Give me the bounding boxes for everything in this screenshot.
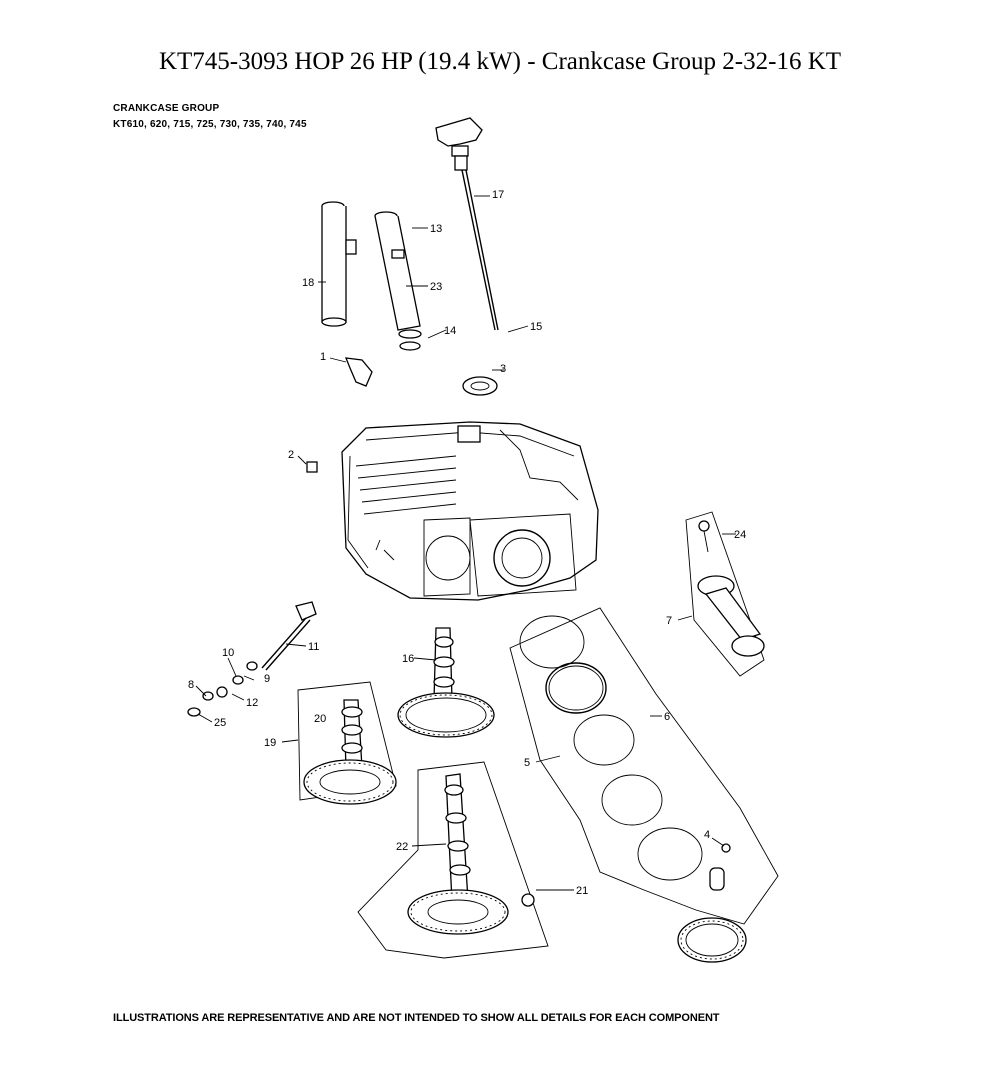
callout-3: 3	[500, 363, 506, 375]
part-governor-assembly-19[interactable]	[297, 681, 397, 805]
callout-5: 5	[524, 757, 530, 769]
part-small-hardware[interactable]	[187, 661, 258, 717]
leader-lines	[195, 195, 736, 891]
disclaimer-text: ILLUSTRATIONS ARE REPRESENTATIVE AND ARE…	[113, 1012, 720, 1024]
callout-24: 24	[734, 529, 746, 541]
callout-7: 7	[666, 615, 672, 627]
callout-12: 12	[246, 697, 258, 709]
callout-23: 23	[430, 281, 442, 293]
part-dipstick[interactable]	[435, 117, 499, 331]
callout-2: 2	[288, 449, 294, 461]
callout-6: 6	[664, 711, 670, 723]
callout-18: 18	[302, 277, 314, 289]
part-oil-fill-tube-18[interactable]	[321, 201, 357, 327]
callout-21: 21	[576, 885, 588, 897]
callout-9: 9	[264, 673, 270, 685]
callout-4: 4	[704, 829, 710, 841]
callout-19: 19	[264, 737, 276, 749]
part-connecting-rod-7[interactable]	[685, 511, 765, 677]
part-crankshaft-assembly-21[interactable]	[357, 761, 549, 959]
callout-10: 10	[222, 647, 234, 659]
models-line: KT610, 620, 715, 725, 730, 735, 740, 745	[113, 119, 307, 130]
callout-17: 17	[492, 189, 504, 201]
callout-1: 1	[320, 351, 326, 363]
callout-16: 16	[402, 653, 414, 665]
callout-20: 20	[314, 713, 326, 725]
diagram-heading: CRANKCASE GROUP	[113, 103, 220, 114]
part-gasket-5[interactable]	[509, 607, 779, 925]
callout-13: 13	[430, 223, 442, 235]
callout-15: 15	[530, 321, 542, 333]
part-tube-23[interactable]	[374, 211, 422, 351]
part-oil-seal-3[interactable]	[462, 376, 498, 396]
part-oil-seal-4[interactable]	[677, 843, 747, 963]
part-camshaft-16[interactable]	[397, 627, 495, 738]
part-lifter-11[interactable]	[261, 601, 317, 671]
part-bracket-1[interactable]	[344, 357, 373, 387]
callout-22: 22	[396, 841, 408, 853]
callout-11: 11	[308, 641, 319, 653]
callout-8: 8	[188, 679, 194, 691]
page-title: KT745-3093 HOP 26 HP (19.4 kW) - Crankca…	[158, 48, 842, 75]
callout-25: 25	[214, 717, 226, 729]
part-plug-2[interactable]	[306, 461, 318, 473]
part-crankcase[interactable]	[341, 421, 599, 601]
callout-14: 14	[444, 325, 456, 337]
